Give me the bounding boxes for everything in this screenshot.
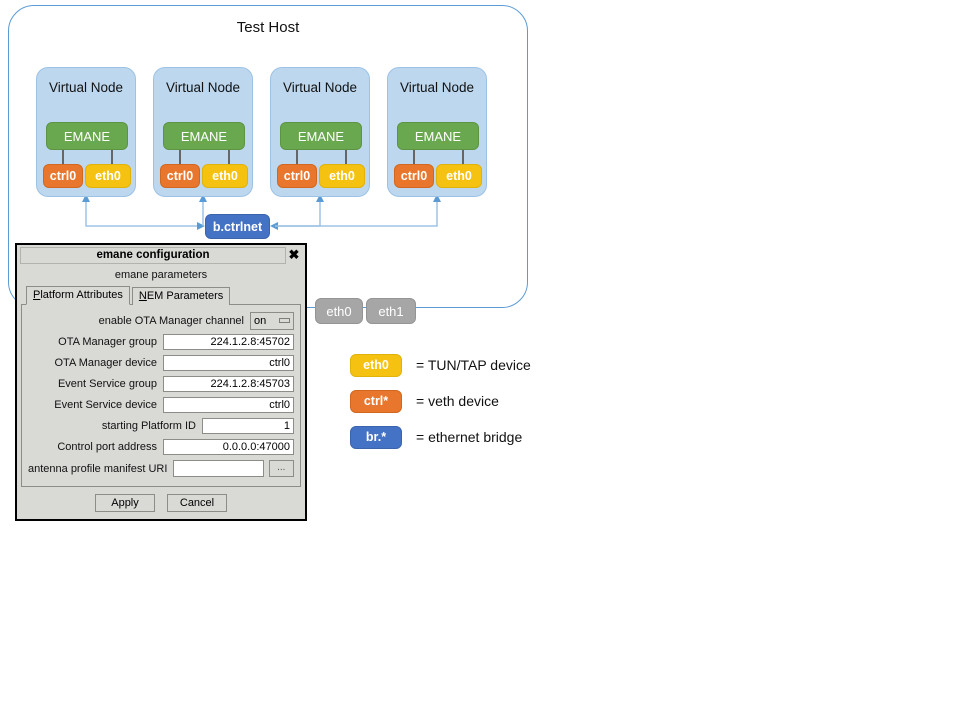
field-label: starting Platform ID [101,419,196,432]
field-label: Event Service device [54,398,157,411]
ota-manager-group-input[interactable]: 224.1.2.8:45702 [163,333,294,350]
event-service-group-input[interactable]: 224.1.2.8:45703 [163,375,294,392]
emane-eth-link [228,150,230,164]
browse-button[interactable]: ... [268,460,294,477]
virtual-node-label: Virtual Node [399,80,475,95]
legend-swatch-eth0: eth0 [350,353,402,377]
close-icon[interactable]: ✖ [288,247,300,262]
legend-label-bridge: = ethernet bridge [416,429,523,445]
host-eth1-interface[interactable]: eth1 [366,298,416,324]
dialog-title: emane configuration [20,247,286,264]
legend-swatch-ctrl: ctrl* [350,389,402,413]
emane-box[interactable]: EMANE [397,122,479,150]
emane-box[interactable]: EMANE [280,122,362,150]
host-eth0-interface[interactable]: eth0 [315,298,363,324]
emane-ctrl-link [62,150,64,164]
tab-mnemonic: P [33,289,41,301]
field-row-ota-manager-device: OTA Manager device ctrl0 [28,354,294,371]
dialog-buttonbar: Apply Cancel [21,487,301,515]
virtual-node-3[interactable]: Virtual Node EMANE ctrl0 eth0 [270,67,370,197]
virtual-node-2[interactable]: Virtual Node EMANE ctrl0 eth0 [153,67,253,197]
emane-ctrl-link [179,150,181,164]
field-label: OTA Manager group [58,335,157,348]
ctrlnet-bridge[interactable]: b.ctrlnet [205,214,270,239]
control-port-address-input[interactable]: 0.0.0.0:47000 [163,438,294,455]
eth0-interface[interactable]: eth0 [85,164,131,188]
emane-eth-link [462,150,464,164]
legend-label-veth: = veth device [416,393,499,409]
eth0-interface[interactable]: eth0 [202,164,248,188]
dialog-titlebar: emane configuration ✖ [17,245,305,265]
emane-eth-link [345,150,347,164]
virtual-node-1[interactable]: Virtual Node EMANE ctrl0 eth0 [36,67,136,197]
virtual-node-label: Virtual Node [165,80,241,95]
antenna-profile-manifest-uri-input[interactable] [173,460,264,477]
select-value: on [254,314,267,327]
tab-platform-attributes[interactable]: Platform Attributes [26,286,130,305]
test-host-title: Test Host [236,19,300,36]
option-menu-indicator-icon [279,318,290,323]
virtual-node-4[interactable]: Virtual Node EMANE ctrl0 eth0 [387,67,487,197]
tab-label: latform Attributes [40,289,123,301]
legend-swatch-bridge: br.* [350,425,402,449]
legend-label-tuntap: = TUN/TAP device [416,357,531,373]
eth0-interface[interactable]: eth0 [436,164,482,188]
field-label: OTA Manager device [54,356,157,369]
legend-item-tuntap: eth0 = TUN/TAP device [350,350,610,380]
virtual-node-label: Virtual Node [48,80,124,95]
field-row-event-service-device: Event Service device ctrl0 [28,396,294,413]
event-service-device-input[interactable]: ctrl0 [163,396,294,413]
emane-ctrl-link [296,150,298,164]
tabstrip: Platform Attributes NEM Parameters [21,286,301,305]
ctrl0-interface[interactable]: ctrl0 [277,164,317,188]
field-row-starting-platform-id: starting Platform ID 1 [28,417,294,434]
enable-ota-manager-channel-select[interactable]: on [250,311,294,330]
field-label: Event Service group [57,377,157,390]
tab-label: EM Parameters [146,290,224,302]
field-label: antenna profile manifest URI [28,462,168,475]
ctrl0-interface[interactable]: ctrl0 [160,164,200,188]
field-row-event-service-group: Event Service group 224.1.2.8:45703 [28,375,294,392]
legend-item-bridge: br.* = ethernet bridge [350,422,610,452]
legend-item-veth: ctrl* = veth device [350,386,610,416]
apply-button[interactable]: Apply [95,494,155,512]
tab-mnemonic: N [138,290,147,302]
eth0-interface[interactable]: eth0 [319,164,365,188]
emane-box[interactable]: EMANE [46,122,128,150]
ctrl0-interface[interactable]: ctrl0 [394,164,434,188]
field-row-control-port-address: Control port address 0.0.0.0:47000 [28,438,294,455]
field-label: enable OTA Manager channel [98,314,244,327]
field-row-enable-ota-manager-channel: enable OTA Manager channel on [28,311,294,330]
dialog-body: emane parameters Platform Attributes NEM… [17,265,305,519]
field-row-ota-manager-group: OTA Manager group 224.1.2.8:45702 [28,333,294,350]
field-row-antenna-profile-manifest-uri: antenna profile manifest URI ... [28,459,294,478]
cancel-button[interactable]: Cancel [167,494,227,512]
emane-parameters-heading: emane parameters [114,269,208,281]
emane-configuration-dialog[interactable]: emane configuration ✖ emane parameters P… [15,243,307,521]
field-label: Control port address [57,440,157,453]
tab-nem-parameters[interactable]: NEM Parameters [131,287,231,305]
emane-box[interactable]: EMANE [163,122,245,150]
starting-platform-id-input[interactable]: 1 [202,417,294,434]
virtual-node-label: Virtual Node [282,80,358,95]
platform-attributes-pane: enable OTA Manager channel on OTA Manage… [21,304,301,487]
ctrl0-interface[interactable]: ctrl0 [43,164,83,188]
ota-manager-device-input[interactable]: ctrl0 [163,354,294,371]
emane-eth-link [111,150,113,164]
legend: eth0 = TUN/TAP device ctrl* = veth devic… [350,350,610,458]
emane-ctrl-link [413,150,415,164]
